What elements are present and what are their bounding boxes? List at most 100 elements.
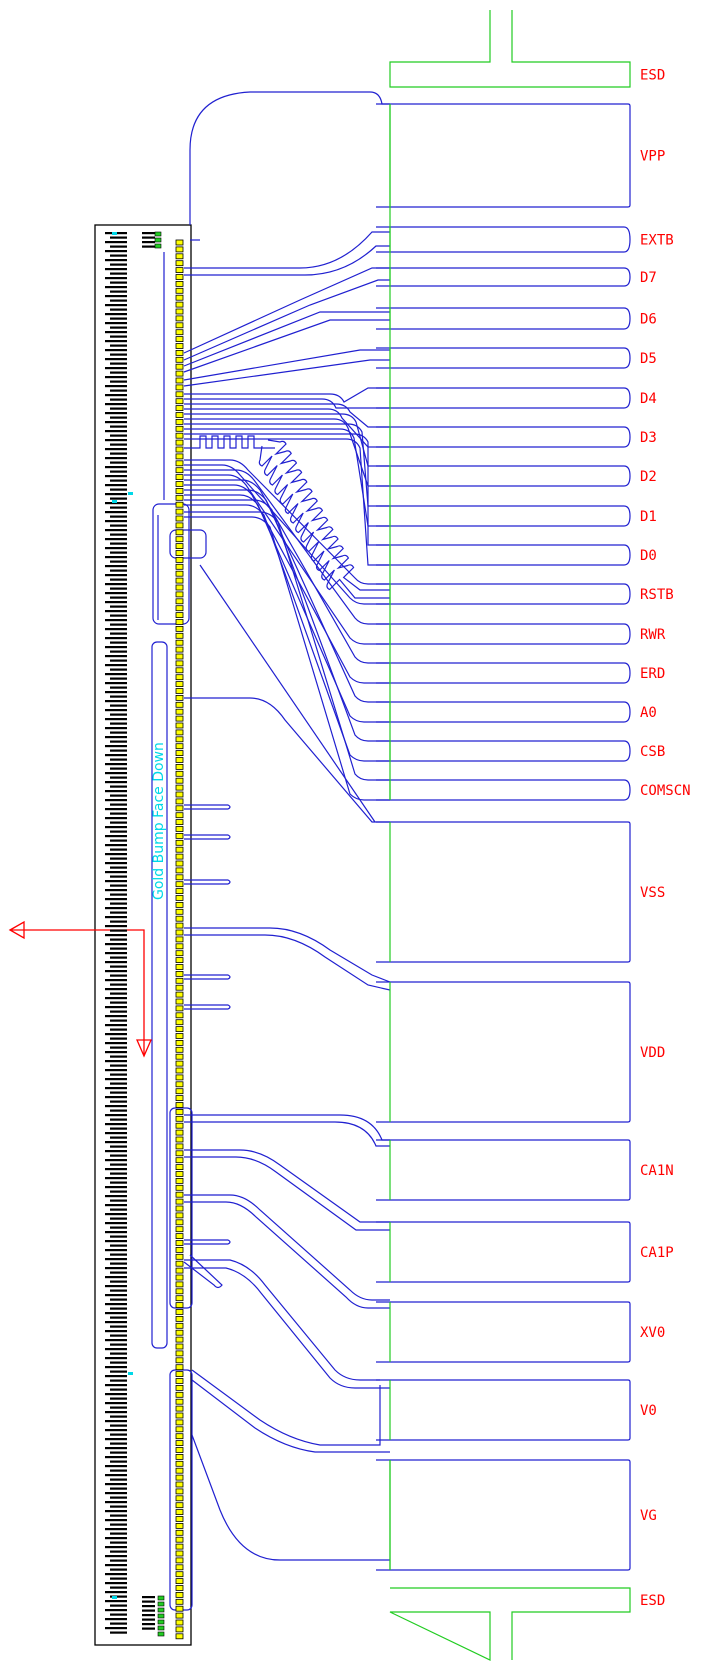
gold-bump <box>175 791 184 798</box>
die-finger <box>105 781 127 784</box>
fpc-pad <box>376 267 631 287</box>
die-finger <box>105 1204 127 1207</box>
die-finger <box>105 1132 127 1135</box>
gold-bump <box>175 1481 184 1488</box>
fanout-trace <box>183 267 390 354</box>
fpc-pad <box>376 623 631 645</box>
gold-bump <box>175 1385 184 1391</box>
die-finger <box>105 1600 127 1603</box>
die-finger <box>110 1082 127 1085</box>
gold-bump <box>175 1143 184 1150</box>
gold-bump <box>175 1026 184 1032</box>
gold-bump <box>175 632 184 639</box>
die-finger <box>105 1555 127 1558</box>
die-finger <box>110 1406 127 1409</box>
gold-bump <box>175 619 184 625</box>
gold-bump <box>175 1585 184 1591</box>
gold-bump <box>175 1247 184 1253</box>
die-finger <box>105 754 127 757</box>
die-finger <box>110 848 127 851</box>
fanout-trace <box>184 1239 231 1245</box>
pad-label: ESD <box>640 68 665 84</box>
die-finger <box>110 1460 127 1463</box>
gold-bump <box>175 1274 184 1281</box>
die-finger <box>105 1456 127 1459</box>
die-finger <box>110 893 127 896</box>
die-finger <box>105 655 127 658</box>
die-finger <box>105 511 127 514</box>
die-finger <box>105 394 127 397</box>
die-finger <box>110 830 127 833</box>
die-finger <box>105 1015 127 1018</box>
die-finger <box>110 1298 127 1301</box>
gold-bump <box>175 964 184 970</box>
gold-bump <box>175 557 184 563</box>
gold-bump <box>175 826 184 832</box>
fpc-pad <box>376 307 631 330</box>
die-finger <box>142 1627 155 1630</box>
gold-bump <box>175 1598 184 1605</box>
gold-bump <box>175 1102 184 1108</box>
fanout-trace <box>191 1379 390 1453</box>
gold-bump <box>175 570 184 577</box>
die-finger <box>105 1339 127 1342</box>
die-finger <box>110 1136 127 1139</box>
gold-bump <box>175 743 184 750</box>
die-finger <box>110 1316 127 1319</box>
gold-bump <box>175 984 184 991</box>
gold-bump <box>175 1129 184 1136</box>
die-finger <box>110 1073 127 1076</box>
gold-bump <box>175 260 184 267</box>
die-finger <box>142 1596 155 1599</box>
die-finger <box>105 1411 127 1414</box>
die-finger <box>105 1528 127 1531</box>
pad-label: D2 <box>640 469 657 485</box>
die-finger <box>142 236 155 239</box>
gold-bump <box>175 971 184 977</box>
die-finger <box>110 326 127 329</box>
die-finger <box>110 1037 127 1040</box>
die-finger <box>105 1321 127 1324</box>
die-finger <box>110 965 127 968</box>
die-finger <box>110 722 127 725</box>
die-finger <box>105 493 127 496</box>
die-finger <box>105 547 127 550</box>
gold-bump <box>175 1557 184 1564</box>
die-finger <box>110 857 127 860</box>
die-finger <box>105 1618 127 1621</box>
alignment-mark <box>128 1372 133 1375</box>
die-finger <box>110 1514 127 1517</box>
gold-bump <box>175 1633 184 1640</box>
gold-bump <box>175 598 184 605</box>
die-finger <box>142 245 155 248</box>
gold-bump <box>175 1578 184 1584</box>
die-finger <box>110 515 127 518</box>
fpc-pad <box>376 701 631 723</box>
fpc-pad <box>376 1379 631 1441</box>
gold-bump <box>175 653 184 660</box>
fpc-pad <box>376 347 631 369</box>
die-finger <box>105 1573 127 1576</box>
gold-bump <box>175 1115 184 1122</box>
die-finger <box>105 610 127 613</box>
die-finger <box>105 682 127 685</box>
fanout-trace <box>184 408 390 448</box>
die-finger <box>105 1357 127 1360</box>
gold-bump <box>175 1198 184 1205</box>
gold-bump <box>175 626 184 632</box>
gold-bump <box>175 1191 184 1198</box>
gold-bump <box>175 1046 184 1053</box>
gold-bump <box>175 1053 184 1060</box>
meander-trace-segment <box>267 439 390 591</box>
gold-bump <box>175 1619 184 1626</box>
gold-bump <box>175 398 184 405</box>
die-finger <box>110 740 127 743</box>
die-finger <box>110 1055 127 1058</box>
die-finger <box>110 1586 127 1589</box>
gold-bump <box>175 1205 184 1212</box>
pad-label: CSB <box>640 744 665 760</box>
die-finger <box>105 1438 127 1441</box>
gold-bump <box>175 1371 184 1377</box>
die-finger <box>105 826 127 829</box>
die-finger <box>110 1199 127 1202</box>
